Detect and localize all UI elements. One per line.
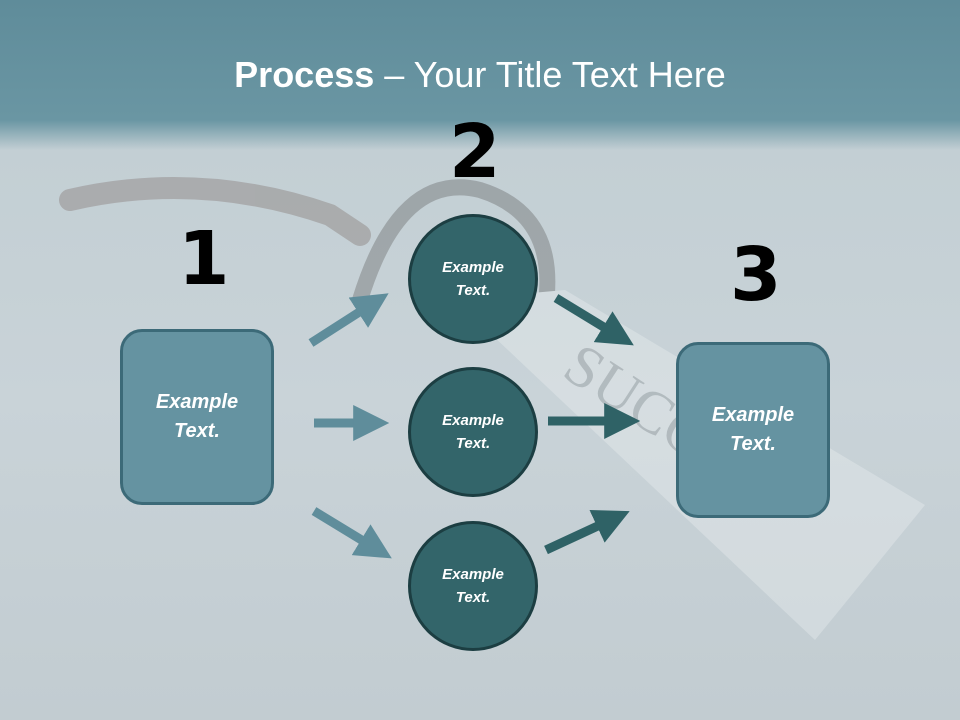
left-box-line2: Text. — [174, 420, 220, 442]
right-box-line1: Example — [711, 404, 795, 426]
circle-1-line1: Example — [442, 259, 504, 276]
circle-3-line2: Text. — [455, 589, 491, 606]
left-box-line1: Example — [155, 391, 239, 413]
circle-3-line1: Example — [442, 566, 504, 583]
step-number-3: 3 — [730, 232, 782, 318]
step-number-2: 2 — [449, 109, 501, 195]
left-process-box: Example Text. — [120, 329, 274, 505]
arrow-box-to-circle-3 — [311, 507, 392, 559]
slide-title: Process – Your Title Text Here — [0, 54, 960, 96]
right-process-box: Example Text. — [676, 342, 830, 518]
process-circle-1: Example Text. — [408, 214, 538, 344]
circle-2-line2: Text. — [455, 435, 491, 452]
arrow-circle-3-to-box — [544, 510, 630, 555]
title-bold: Process — [234, 54, 375, 95]
circle-2-line1: Example — [442, 412, 504, 429]
arrow-box-to-circle-1 — [308, 293, 389, 347]
process-circle-3: Example Text. — [408, 521, 538, 651]
process-circle-2: Example Text. — [408, 367, 538, 497]
circle-1-line2: Text. — [455, 282, 491, 299]
right-box-line2: Text. — [730, 433, 776, 455]
step-number-1: 1 — [178, 216, 230, 302]
title-rest: – Your Title Text Here — [374, 54, 726, 95]
arrow-circle-1-to-box — [553, 294, 634, 346]
